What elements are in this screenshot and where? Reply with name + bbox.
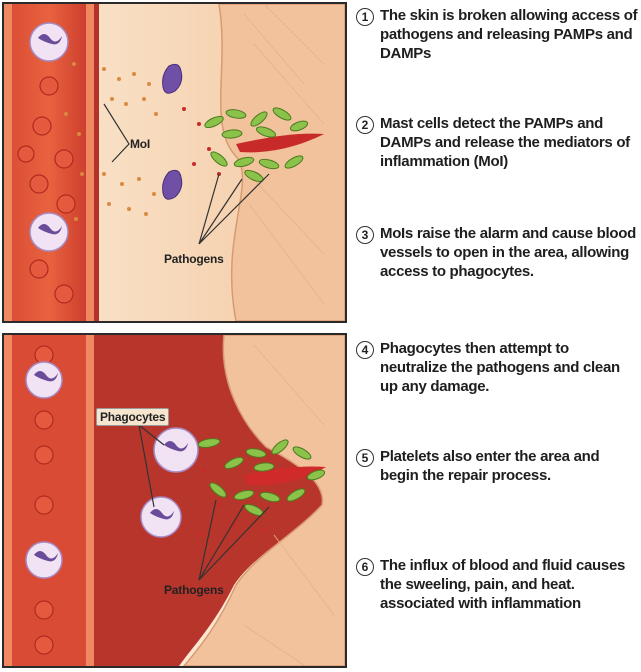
step-text: Phagocytes then attempt to neutralize th… — [380, 340, 620, 395]
step-6: 6 The influx of blood and fluid causes t… — [356, 556, 638, 613]
panel-top-illustration — [4, 4, 345, 321]
step-3: 3 MoIs raise the alarm and cause blood v… — [356, 224, 638, 281]
step-2: 2 Mast cells detect the PAMPs and DAMPs … — [356, 114, 638, 171]
pathogens-label-bottom: Pathogens — [164, 583, 224, 597]
step-number: 4 — [356, 341, 374, 359]
step-text: The influx of blood and fluid causes the… — [380, 557, 626, 612]
panel-bottom-illustration — [4, 335, 345, 666]
step-text: MoIs raise the alarm and cause blood ves… — [380, 225, 636, 280]
panel-skin-broken: MoI Pathogens — [2, 2, 347, 323]
panel-phagocytes: Phagocytes Pathogens — [2, 333, 347, 668]
moi-label: MoI — [130, 137, 151, 151]
step-text: The skin is broken allowing access of pa… — [380, 7, 638, 62]
pathogen-cluster — [204, 107, 309, 183]
phagocytes-label: Phagocytes — [96, 408, 170, 426]
step-number: 1 — [356, 8, 374, 26]
step-number: 5 — [356, 449, 374, 467]
step-text: Mast cells detect the PAMPs and DAMPs an… — [380, 115, 630, 170]
phagocyte-icon — [140, 427, 199, 538]
white-blood-cell-icon — [29, 22, 69, 252]
step-number: 3 — [356, 226, 374, 244]
step-number: 2 — [356, 116, 374, 134]
pathogens-label-top: Pathogens — [164, 252, 224, 266]
step-5: 5 Platelets also enter the area and begi… — [356, 447, 638, 485]
step-number: 6 — [356, 558, 374, 576]
step-4: 4 Phagocytes then attempt to neutralize … — [356, 339, 638, 396]
step-1: 1 The skin is broken allowing access of … — [356, 6, 638, 63]
step-text: Platelets also enter the area and begin … — [380, 448, 600, 484]
